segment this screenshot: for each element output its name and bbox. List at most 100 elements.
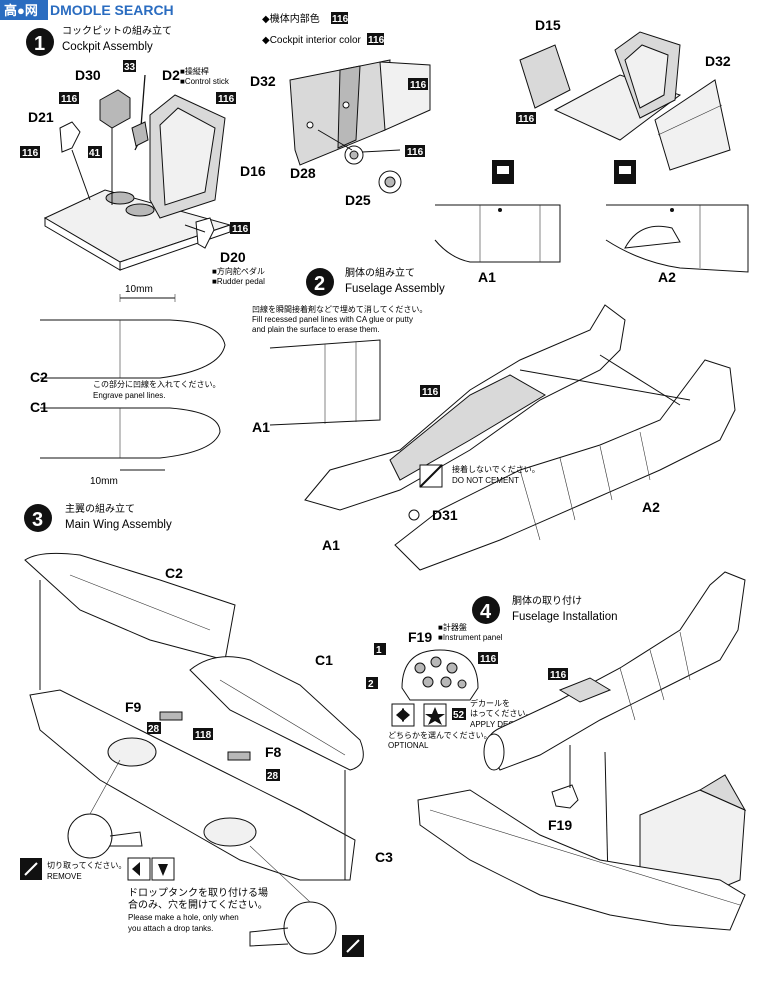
svg-text:OPTIONAL: OPTIONAL <box>388 741 429 750</box>
part-d32b: D32 <box>705 53 731 69</box>
svg-text:116: 116 <box>332 14 349 25</box>
a1-a2-detail-drawing <box>434 160 749 273</box>
dimension-bottom: 10mm <box>90 476 118 487</box>
svg-text:Please make a hole, only when: Please make a hole, only when <box>128 913 239 922</box>
svg-text:デカールを: デカールを <box>470 698 510 708</box>
part-f9: F9 <box>125 699 142 715</box>
interior-color-note: ◆機体内部色 116 ◆Cockpit interior color 116 <box>262 12 385 46</box>
part-d15: D15 <box>535 17 561 33</box>
cockpit-assembly-drawing <box>43 74 232 271</box>
part-c2: C2 <box>30 369 48 385</box>
d15-cockpit-drawing <box>519 31 731 171</box>
svg-text:116: 116 <box>22 148 39 159</box>
step-3-title-jp: 主翼の組み立て <box>65 502 135 515</box>
fuselage-installation-drawing <box>417 571 747 931</box>
svg-text:Engrave panel lines.: Engrave panel lines. <box>93 391 166 400</box>
svg-text:2: 2 <box>368 679 374 690</box>
step-1-header: 1 コックピットの組み立て Cockpit Assembly <box>26 24 172 56</box>
svg-text:116: 116 <box>218 94 235 105</box>
no-cement-icon <box>419 464 443 488</box>
remove-icon <box>20 858 42 880</box>
part-f19: F19 <box>408 629 432 645</box>
svg-text:■Rudder pedal: ■Rudder pedal <box>212 277 265 286</box>
svg-text:どちらかを選んでください。: どちらかを選んでください。 <box>388 730 492 740</box>
svg-text:DO NOT CEMENT: DO NOT CEMENT <box>452 476 519 485</box>
svg-text:116: 116 <box>480 654 497 665</box>
part-d30: D30 <box>75 67 101 83</box>
svg-text:116: 116 <box>61 94 78 105</box>
svg-text:3: 3 <box>32 509 43 531</box>
watermark-text: DMODLE SEARCH <box>50 2 174 18</box>
part-d2: D2 <box>162 67 180 83</box>
svg-text:116: 116 <box>550 670 567 681</box>
part-a1c: A1 <box>322 537 340 553</box>
svg-text:116: 116 <box>368 35 385 46</box>
decal-option-icons <box>391 703 447 727</box>
step-3-header: 3 主翼の組み立て Main Wing Assembly <box>24 502 172 532</box>
part-f19b: F19 <box>548 817 572 833</box>
svg-text:■計器盤: ■計器盤 <box>438 622 467 632</box>
svg-text:◆機体内部色: ◆機体内部色 <box>262 12 320 25</box>
svg-text:1: 1 <box>34 33 45 55</box>
svg-text:116: 116 <box>518 114 535 125</box>
svg-text:33: 33 <box>124 62 136 73</box>
step-4-title-jp: 胴体の取り付け <box>512 594 582 607</box>
svg-text:REMOVE: REMOVE <box>47 872 82 881</box>
svg-text:you attach a drop tanks.: you attach a drop tanks. <box>128 924 213 933</box>
main-wing-drawing <box>24 552 364 955</box>
svg-text:2: 2 <box>314 273 325 295</box>
svg-text:APPLY DECAL: APPLY DECAL <box>470 720 525 729</box>
svg-text:116: 116 <box>422 387 439 398</box>
svg-text:この部分に凹線を入れてください。: この部分に凹線を入れてください。 <box>93 379 221 389</box>
svg-text:はってください。: はってください。 <box>470 709 533 718</box>
step-4-title-en: Fuselage Installation <box>512 611 617 623</box>
step-2-header: 2 胴体の組み立て Fuselage Assembly <box>306 266 445 296</box>
part-d20: D20 <box>220 249 246 265</box>
svg-text:凹線を瞬間接着剤などで埋めて消してください。: 凹線を瞬間接着剤などで埋めて消してください。 <box>252 304 427 314</box>
step-4-header: 4 胴体の取り付け Fuselage Installation <box>472 594 617 624</box>
part-d21: D21 <box>28 109 54 125</box>
part-a2: A2 <box>658 269 676 285</box>
part-c1: C1 <box>30 399 48 415</box>
svg-text:4: 4 <box>480 601 492 623</box>
remove-icon-bottom <box>342 935 364 957</box>
svg-text:接着しないでください。: 接着しないでください。 <box>452 464 540 474</box>
svg-text:52: 52 <box>453 710 465 721</box>
svg-text:■Control stick: ■Control stick <box>180 77 230 86</box>
svg-text:切り取ってください。: 切り取ってください。 <box>47 861 126 870</box>
svg-text:Fill recessed panel lines with: Fill recessed panel lines with CA glue o… <box>252 315 413 324</box>
svg-text:116: 116 <box>410 80 427 91</box>
svg-text:■Instrument panel: ■Instrument panel <box>438 633 503 642</box>
drill-hole-icon <box>127 857 175 881</box>
part-c2b: C2 <box>165 565 183 581</box>
svg-text:高●网: 高●网 <box>4 3 38 18</box>
step-2-title-jp: 胴体の組み立て <box>345 266 415 279</box>
step-1-title-en: Cockpit Assembly <box>62 41 153 53</box>
part-d31: D31 <box>432 507 458 523</box>
part-a2b: A2 <box>642 499 660 515</box>
svg-text:合のみ、穴を開けてください。: 合のみ、穴を開けてください。 <box>128 898 268 911</box>
step-1-title-jp: コックピットの組み立て <box>62 24 172 37</box>
svg-text:28: 28 <box>267 771 279 782</box>
svg-text:41: 41 <box>89 148 101 159</box>
svg-text:116: 116 <box>232 224 249 235</box>
svg-text:and plain the surface to erase: and plain the surface to erase them. <box>252 325 380 334</box>
svg-text:118: 118 <box>195 730 212 741</box>
part-a1b: A1 <box>252 419 270 435</box>
svg-text:■方向舵ペダル: ■方向舵ペダル <box>212 266 265 276</box>
instrument-panel-drawing <box>401 649 479 701</box>
color-badge: 33 <box>123 60 136 73</box>
svg-text:◆Cockpit interior color: ◆Cockpit interior color <box>262 35 362 46</box>
part-c3: C3 <box>375 849 393 865</box>
part-d32: D32 <box>250 73 276 89</box>
part-d25: D25 <box>345 192 371 208</box>
watermark-logo: 高●网 DMODLE SEARCH <box>0 0 174 20</box>
svg-text:116: 116 <box>407 147 424 158</box>
step-2-title-en: Fuselage Assembly <box>345 283 445 295</box>
part-f8: F8 <box>265 744 282 760</box>
svg-text:28: 28 <box>148 724 160 735</box>
svg-text:■操縦桿: ■操縦桿 <box>180 66 209 76</box>
fuselage-panel-detail-drawing <box>269 339 381 426</box>
wing-panel-detail-drawing <box>40 294 226 471</box>
